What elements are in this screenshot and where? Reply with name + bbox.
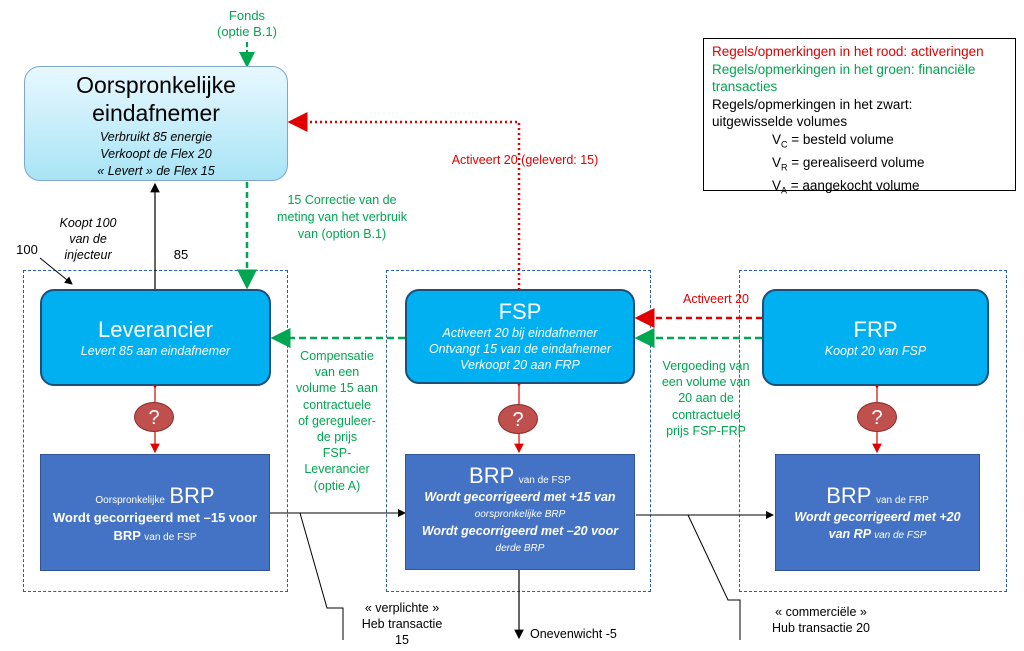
fsp-title: FSP [498, 299, 542, 324]
brp-orig-box: Oorspronkelijke BRP Wordt gecorrigeerd m… [40, 454, 270, 571]
brp-frp-title-suffix: van de FRP [875, 495, 929, 506]
fonds-label: Fonds (optie B.1) [200, 8, 294, 39]
legend-vr: VR = gerealiseerd volume [772, 154, 925, 173]
num-100-label: 100 [16, 242, 38, 257]
eindafnemer-line1: Verbruikt 85 energie [99, 130, 213, 144]
legend-green-2: transacties [712, 79, 778, 94]
eindafnemer-title-line2: eindafnemer [92, 100, 220, 126]
eindafnemer-box: Oorspronkelijke eindafnemer Verbruikt 85… [24, 66, 288, 181]
leverancier-subtitle: Levert 85 aan eindafnemer [80, 344, 231, 358]
brp-frp-title: BRP [826, 483, 872, 508]
eindafnemer-line2: Verkoopt de Flex 20 [100, 147, 212, 161]
fsp-box: FSP Activeert 20 bij eindafnemer Ontvang… [405, 289, 635, 384]
commerciele-callout [687, 514, 741, 640]
frp-subtitle: Koopt 20 van FSP [824, 344, 927, 358]
brp-fsp-line3: Wordt gecorrigeerd met –20 voor [421, 524, 619, 538]
region-frp [739, 270, 1007, 592]
leverancier-title: Leverancier [98, 317, 213, 342]
brp-fsp-title: BRP [469, 463, 515, 488]
brp-orig-title: BRP [169, 483, 215, 508]
brp-fsp-box: BRP van de FSP Wordt gecorrigeerd met +1… [405, 454, 635, 570]
fsp-line3: Verkoopt 20 aan FRP [460, 358, 580, 372]
num-85-label: 85 [173, 247, 189, 262]
brp-orig-line2: BRP van de FSP [113, 528, 197, 543]
brp-orig-line1: Wordt gecorrigeerd met –15 voor [52, 510, 258, 525]
activeert-geleverd-label: Activeert 20 (geleverd: 15) [451, 153, 599, 167]
legend-va: VA = aangekocht volume [772, 177, 920, 196]
brp-fsp-line1: Wordt gecorrigeerd met +15 van [424, 490, 616, 504]
brp-frp-line2: van RP van de FSP [828, 527, 927, 541]
flow-100-arrow [39, 257, 73, 285]
legend-red: Regels/opmerkingen in het rood: activeri… [712, 44, 984, 59]
legend-green-1: Regels/opmerkingen in het groen: financi… [712, 61, 976, 77]
legend-vc: VC = besteld volume [772, 131, 894, 150]
fsp-line1: Activeert 20 bij eindafnemer [442, 326, 598, 340]
fonds-label-line1: Fonds [228, 8, 266, 23]
brp-frp-line1: Wordt gecorrigeerd met +20 [794, 510, 961, 524]
question-mark-leverancier: ? [134, 402, 174, 432]
leverancier-box: Leverancier Levert 85 aan eindafnemer [40, 289, 271, 386]
legend-box: Regels/opmerkingen in het rood: activeri… [703, 38, 1016, 196]
brp-frp-box: BRP van de FRP Wordt gecorrigeerd met +2… [775, 454, 980, 571]
brp-fsp-line4: derde BRP [495, 543, 545, 554]
frp-title: FRP [853, 317, 898, 342]
brp-orig-prefix: Oorspronkelijke [95, 495, 165, 506]
activeert-20-label: Activeert 20 [682, 292, 749, 306]
fonds-label-line2: (optie B.1) [217, 23, 277, 39]
activeert-fsp-arrow [287, 112, 521, 290]
frp-box: FRP Koopt 20 van FSP [762, 289, 989, 386]
legend-black-2: uitgewisselde volumes [712, 114, 848, 129]
onevenwicht-label: Onevenwicht -5 [530, 627, 617, 641]
legend-black-1: Regels/opmerkingen in het zwart: [712, 96, 913, 112]
question-mark-fsp: ? [498, 404, 538, 434]
brp-fsp-title-suffix: van de FSP [518, 475, 571, 486]
commerciele-label: « commerciële »Hub transactie 20 [772, 605, 870, 635]
eindafnemer-title-line1: Oorspronkelijke [76, 72, 236, 98]
question-mark-frp: ? [857, 402, 897, 432]
verplichte-callout [299, 512, 344, 640]
eindafnemer-line3: « Levert » de Flex 15 [97, 164, 215, 178]
fsp-line2: Ontvangt 15 van de eindafnemer [428, 342, 612, 356]
brp-fsp-line2: oorspronkelijke BRP [474, 509, 566, 520]
